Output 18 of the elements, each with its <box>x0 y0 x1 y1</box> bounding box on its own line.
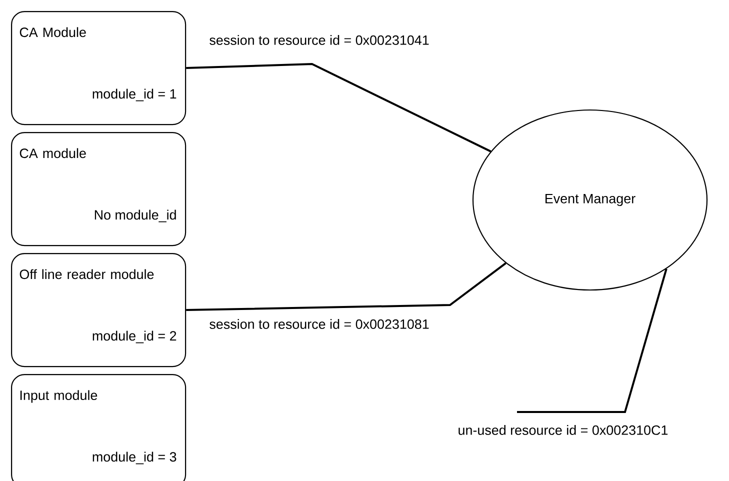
box-heading: CA Module <box>20 27 86 38</box>
box-text: module_id = 1 <box>92 88 176 102</box>
box-heading: Input module <box>20 390 98 403</box>
module-box <box>11 374 186 481</box>
connector-line <box>517 268 668 413</box>
box-heading: Off line reader module <box>20 269 154 280</box>
box-heading: CA module <box>20 148 86 158</box>
edge-label: session to resource id = 0x00231081 <box>210 319 429 329</box>
connector-line <box>186 262 506 312</box>
edge-label: un-used resource id = 0x002310C1 <box>458 425 668 435</box>
box-text: module_id = 2 <box>92 330 176 344</box>
box-text: No module_id <box>94 210 176 222</box>
module-box <box>11 132 186 246</box>
edge-label: session to resource id = 0x00231041 <box>210 35 429 45</box>
module-box <box>11 11 186 126</box>
connector-line <box>186 62 492 152</box>
box-text: module_id = 3 <box>92 452 176 464</box>
module-box <box>11 253 186 368</box>
